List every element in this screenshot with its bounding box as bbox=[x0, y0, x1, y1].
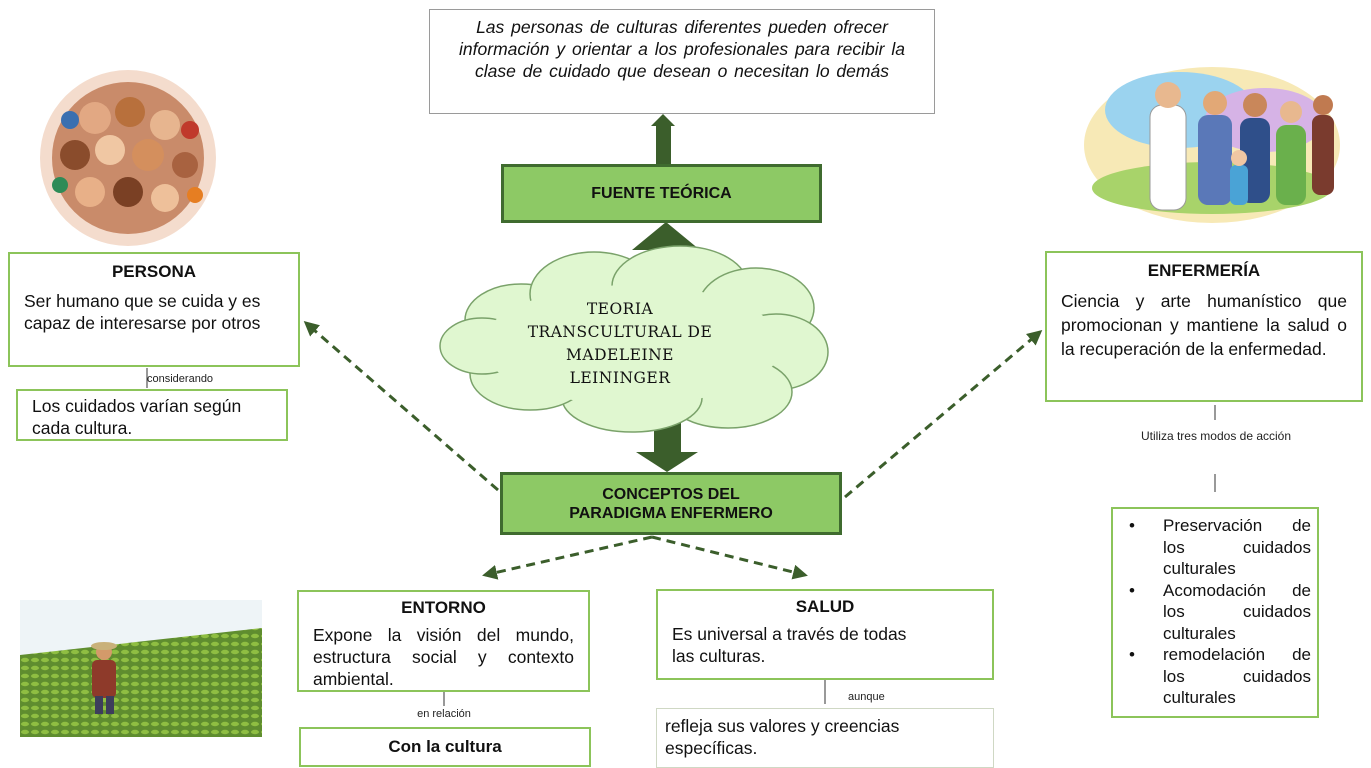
salud-sub-text: refleja sus valores y creencias específi… bbox=[665, 716, 900, 758]
source-quote-box: Las personas de culturas diferentes pued… bbox=[429, 9, 935, 114]
salud-text: Es universal a través de todas las cultu… bbox=[672, 624, 907, 666]
dashed-arrow-enfermeria bbox=[844, 330, 1043, 499]
entorno-box: ENTORNO Expone la visión del mundo, estr… bbox=[297, 590, 590, 692]
family-doctor-image bbox=[1084, 67, 1340, 223]
enfermeria-title: ENFERMERÍA bbox=[1147, 261, 1261, 280]
salud-box: SALUD Es universal a través de todas las… bbox=[656, 589, 994, 680]
entorno-sub-box: Con la cultura bbox=[299, 727, 591, 767]
entorno-title: ENTORNO bbox=[401, 598, 486, 617]
persona-title: PERSONA bbox=[111, 262, 197, 281]
enfermeria-box: ENFERMERÍA Ciencia y arte humanístico qu… bbox=[1045, 251, 1363, 402]
salud-sub-box: refleja sus valores y creencias específi… bbox=[656, 708, 994, 768]
persona-box: PERSONA Ser humano que se cuida y es cap… bbox=[8, 252, 300, 367]
fuente-teorica-node: FUENTE TEÓRICA bbox=[501, 164, 822, 223]
entorno-text: Expone la visión del mundo, estructura s… bbox=[313, 625, 574, 689]
conceptos-label: CONCEPTOS DEL PARADIGMA ENFERMERO bbox=[569, 485, 773, 522]
crowd-faces-image bbox=[40, 70, 216, 246]
farmer-field-image bbox=[20, 600, 262, 737]
entorno-connector-label: en relación bbox=[417, 708, 471, 720]
salud-title: SALUD bbox=[795, 597, 855, 616]
salud-connector-label: aunque bbox=[848, 691, 885, 703]
mode-item-remodelacion: remodelación de los cuidados culturales bbox=[1113, 644, 1311, 709]
mode-item-acomodacion: Acomodación de los cuidados culturales bbox=[1113, 580, 1311, 645]
enfermeria-text: Ciencia y arte humanístico que promocion… bbox=[1061, 291, 1347, 359]
dashed-arrow-salud bbox=[651, 535, 808, 580]
arrow-up-to-quote bbox=[651, 114, 675, 165]
theory-title: TEORIA TRANSCULTURAL DE MADELEINE LEININ… bbox=[527, 300, 713, 387]
source-quote-text: Las personas de culturas diferentes pued… bbox=[459, 17, 905, 81]
entorno-sub-text: Con la cultura bbox=[388, 737, 502, 756]
modes-box: Preservación de los cuidados culturales … bbox=[1111, 507, 1319, 718]
conceptos-node: CONCEPTOS DEL PARADIGMA ENFERMERO bbox=[500, 472, 842, 535]
mode-item-preservacion: Preservación de los cuidados culturales bbox=[1113, 515, 1311, 580]
fuente-teorica-label: FUENTE TEÓRICA bbox=[591, 185, 732, 202]
dashed-arrow-entorno bbox=[482, 535, 653, 580]
persona-connector-label: considerando bbox=[147, 373, 214, 385]
persona-sub-text: Los cuidados varían según cada cultura. bbox=[32, 396, 242, 438]
persona-sub-box: Los cuidados varían según cada cultura. bbox=[16, 389, 288, 441]
persona-text: Ser humano que se cuida y es capaz de in… bbox=[24, 291, 261, 333]
enfermeria-connector-label: Utiliza tres modos de acción bbox=[1140, 429, 1292, 443]
dashed-arrow-persona bbox=[303, 321, 499, 492]
